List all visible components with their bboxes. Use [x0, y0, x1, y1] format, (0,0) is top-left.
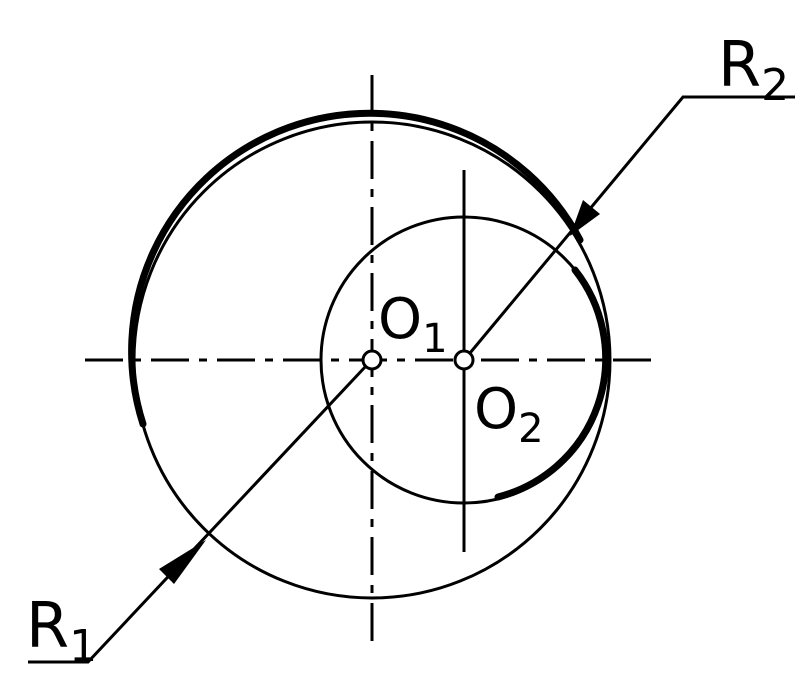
o1-center-mark [361, 349, 383, 371]
r2-label: R2 [718, 28, 789, 111]
o2-center-mark [453, 349, 475, 371]
r1-leader-line [28, 364, 368, 664]
r1-arrowhead [159, 540, 206, 584]
thick-outline-large-arc [128, 109, 584, 428]
r2-arrowhead [570, 200, 600, 236]
o1-label: O1 [378, 287, 448, 362]
r1-label: R1 [26, 589, 97, 672]
thick-outline-small-arc [494, 266, 610, 501]
r2-leader-line [468, 95, 795, 354]
o2-label: O2 [474, 377, 544, 452]
